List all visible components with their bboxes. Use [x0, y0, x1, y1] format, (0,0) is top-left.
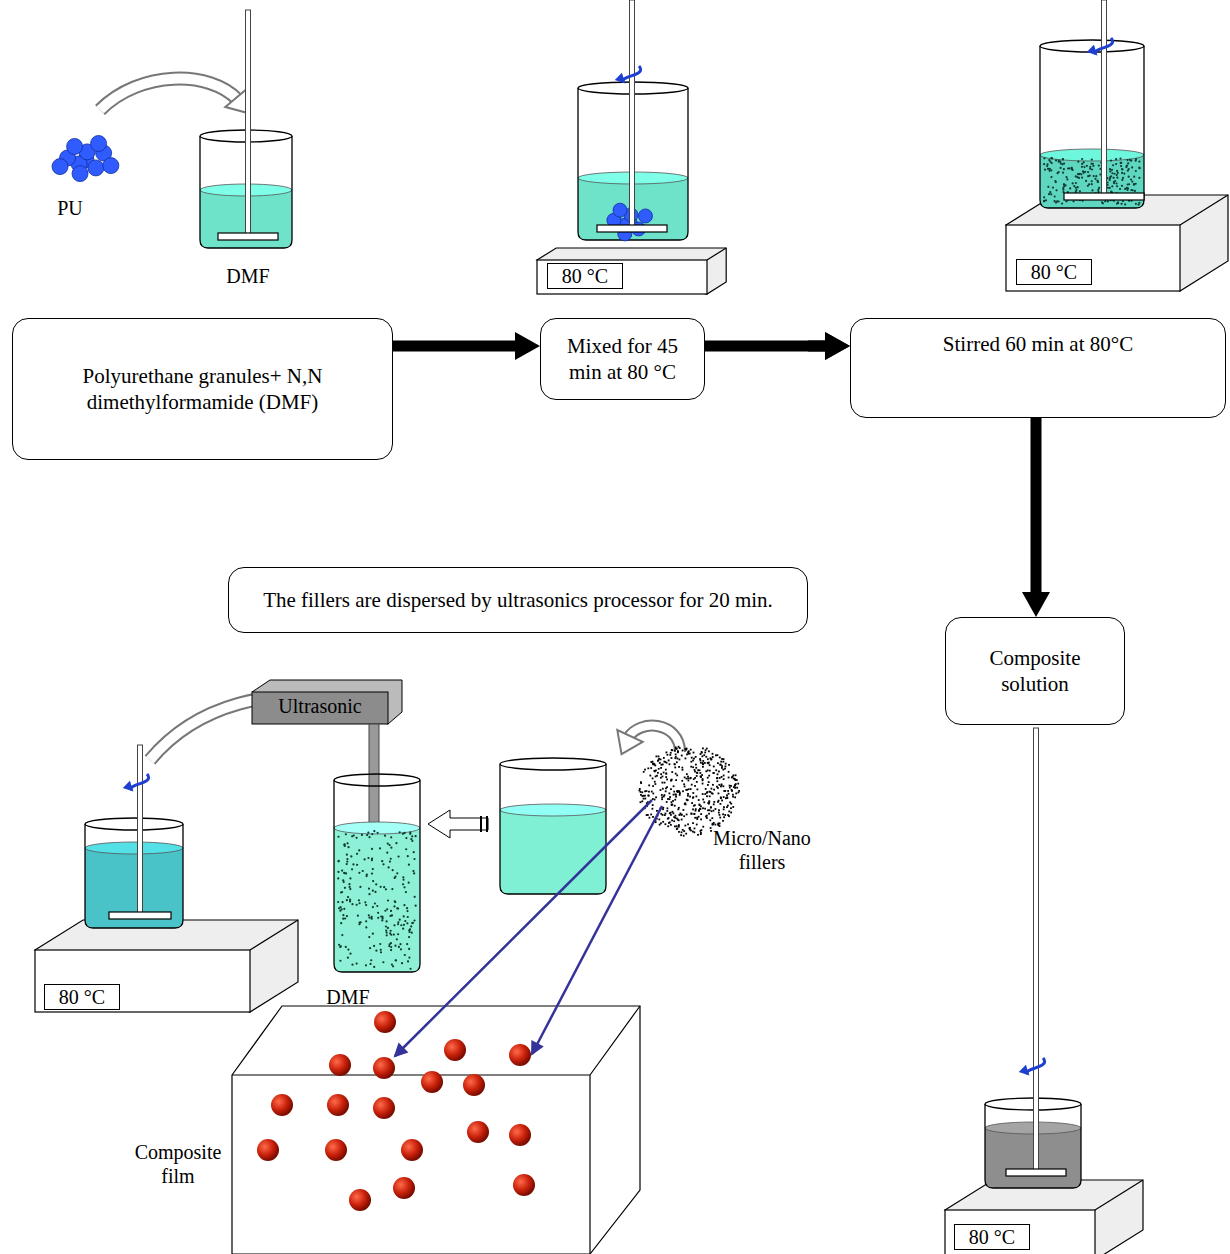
- process-box: Composite solution: [945, 617, 1125, 725]
- curved-arrow: [100, 79, 260, 123]
- hot-plate: [945, 1180, 1143, 1254]
- part-label: Composite film: [128, 1140, 228, 1188]
- box-text: Polyurethane granules+ N,N dimethylforma…: [25, 363, 380, 416]
- temperature-display: 80 °C: [954, 1224, 1030, 1250]
- box-text: Stirred 60 min at 80°C: [943, 331, 1133, 357]
- pu-granules: [52, 136, 119, 182]
- part-label: Ultrasonic: [254, 694, 386, 718]
- hot-plate: [537, 248, 726, 294]
- pointer-arrow: [395, 800, 662, 1056]
- beaker: [500, 758, 606, 894]
- stirrer: [597, 0, 667, 232]
- beaker: [85, 818, 183, 928]
- part-label: DMF: [216, 264, 280, 288]
- hot-plate: [1006, 195, 1228, 291]
- temperature-display: 80 °C: [547, 263, 623, 289]
- flow-arrow: [808, 341, 825, 352]
- part-label: DMF: [316, 985, 380, 1009]
- curved-arrow: [609, 726, 680, 760]
- temperature-display: 80 °C: [1016, 259, 1092, 285]
- box-text: The fillers are dispersed by ultrasonics…: [263, 587, 773, 613]
- beaker: [334, 774, 420, 972]
- process-box: Mixed for 45 min at 80 °C: [540, 318, 705, 400]
- composite-film: [232, 1006, 640, 1254]
- process-box: The fillers are dispersed by ultrasonics…: [228, 567, 808, 633]
- box-text: Mixed for 45 min at 80 °C: [553, 333, 692, 386]
- flow-arrow: [705, 341, 825, 352]
- beaker: [1040, 40, 1144, 208]
- temperature-display: 80 °C: [44, 984, 120, 1010]
- process-box: Polyurethane granules+ N,N dimethylforma…: [12, 318, 393, 460]
- flow-arrow: [1031, 418, 1042, 592]
- hot-plate: [35, 920, 298, 1012]
- box-text: Composite solution: [958, 645, 1112, 698]
- stirrer: [218, 10, 278, 240]
- part-label: Micro/Nano fillers: [712, 826, 812, 874]
- process-box: Stirred 60 min at 80°C: [850, 318, 1226, 418]
- stirrer: [1006, 728, 1066, 1176]
- transfer-arrow: [428, 810, 488, 838]
- part-label: PU: [48, 196, 92, 220]
- flow-arrow: [393, 341, 515, 352]
- stirrer: [1064, 0, 1144, 200]
- stirrer: [109, 745, 171, 919]
